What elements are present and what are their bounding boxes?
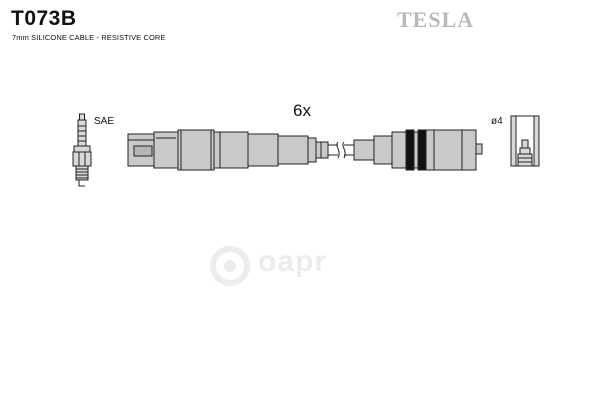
spark-plug-icon	[72, 113, 92, 187]
cable-break	[328, 141, 354, 159]
plug-type-label: SAE	[94, 116, 115, 127]
terminal-diameter-label: ø4	[491, 116, 503, 127]
plug-boot	[127, 129, 329, 171]
watermark-text: oapr	[258, 245, 328, 278]
quantity-label: 6x	[293, 101, 311, 120]
terminal-icon	[510, 115, 540, 167]
brand-logo: TESLA	[397, 7, 475, 32]
part-code: T073B	[11, 7, 77, 30]
ignition-lead-diagram	[127, 129, 483, 171]
cable-description: 7mm SILICONE CABLE - RESISTIVE CORE	[12, 33, 166, 42]
coil-boot	[353, 129, 483, 171]
watermark-logo-icon	[210, 246, 250, 286]
